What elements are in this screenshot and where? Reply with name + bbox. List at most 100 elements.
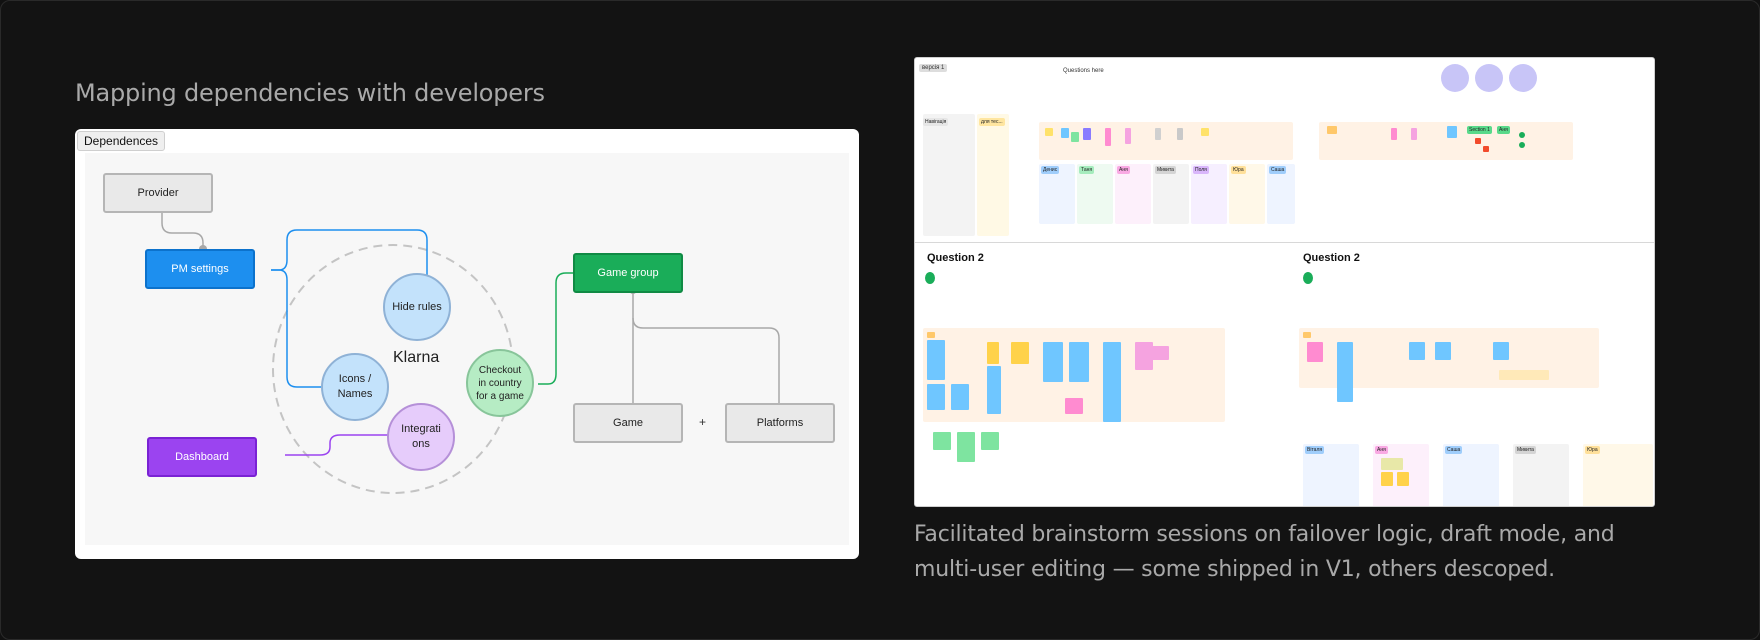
cluster-1 <box>1441 64 1469 92</box>
dashboard-integrations-connector <box>285 434 411 456</box>
lane-7 <box>1267 164 1295 224</box>
sticky <box>1447 126 1457 138</box>
lane-3 <box>1115 164 1151 224</box>
checkout-node[interactable]: Checkout in country for a game <box>466 349 534 417</box>
sticky <box>1435 342 1451 360</box>
provider-connector <box>161 210 204 249</box>
brainstorm-board-screenshot: версія 1 Questions here Навігація для те… <box>914 57 1655 507</box>
sticky <box>1493 342 1509 360</box>
sticky <box>1409 342 1425 360</box>
chip-anya-bottom: Аня <box>1375 446 1388 454</box>
sticky <box>1011 342 1029 364</box>
sticky-zone-top <box>1039 122 1293 160</box>
dashboard-node[interactable]: Dashboard <box>147 437 257 477</box>
chip-vitalya: Віталя <box>1305 446 1325 454</box>
sticky <box>927 332 935 338</box>
game-group-node[interactable]: Game group <box>573 253 683 293</box>
question-right-title: Question 2 <box>1303 252 1360 264</box>
green-dot <box>1519 142 1525 148</box>
green-dot <box>1519 132 1525 138</box>
klarna-label: Klarna <box>393 349 440 366</box>
sticky <box>1337 342 1353 402</box>
sticky <box>1043 342 1063 382</box>
sticky <box>1483 146 1489 152</box>
sticky <box>1177 128 1183 140</box>
game-node[interactable]: Game <box>573 403 683 443</box>
hide-rules-node[interactable]: Hide rules <box>383 273 451 341</box>
plus-sign: + <box>699 415 707 429</box>
cluster-3 <box>1509 64 1537 92</box>
bottom-lane-1 <box>1303 444 1359 506</box>
test-zone <box>977 114 1009 236</box>
sticky <box>1135 342 1153 370</box>
board-version-tag: версія 1 <box>919 64 948 72</box>
bottom-lane-3 <box>1443 444 1499 506</box>
pm-icons-connector <box>271 269 321 388</box>
sticky <box>1065 398 1083 414</box>
chip-anya: Аня <box>1117 166 1130 174</box>
chip-mykyta-bottom: Микита <box>1515 446 1536 454</box>
lane-5 <box>1191 164 1227 224</box>
lane-6 <box>1229 164 1265 224</box>
board-divider <box>915 242 1654 243</box>
lane-4 <box>1153 164 1189 224</box>
sticky <box>1475 138 1481 144</box>
provider-node[interactable]: Provider <box>103 173 213 213</box>
sticky <box>987 366 1001 414</box>
dependency-diagram-card: Dependences Provider PM settings Hide ru… <box>75 129 859 559</box>
gamegroup-platforms-connector <box>632 317 780 403</box>
monkey-icon <box>1303 272 1313 284</box>
question-left-title: Question 2 <box>927 252 984 264</box>
pm-settings-node[interactable]: PM settings <box>145 249 255 289</box>
left-heading: Mapping dependencies with developers <box>75 79 545 107</box>
chip-tanya: Таня <box>1079 166 1095 174</box>
chip-yura-bottom: Юра <box>1585 446 1600 454</box>
sticky <box>1155 128 1161 140</box>
bottom-lane-4 <box>1513 444 1569 506</box>
sticky <box>1069 342 1089 382</box>
monkey-icon <box>925 272 935 284</box>
bottom-lane-5 <box>1583 444 1653 506</box>
sticky <box>927 384 945 410</box>
sticky <box>1411 128 1417 140</box>
sticky <box>1391 128 1397 140</box>
sticky <box>1125 128 1131 144</box>
sticky <box>1071 132 1079 142</box>
chip-yura: Юра <box>1231 166 1246 174</box>
nav-zone <box>923 114 975 236</box>
chip-sasha-bottom: Саша <box>1445 446 1463 454</box>
platforms-node[interactable]: Platforms <box>725 403 835 443</box>
board-caption: Facilitated brainstorm sessions on failo… <box>914 522 1615 582</box>
sticky <box>1397 472 1409 486</box>
lane-1 <box>1039 164 1075 224</box>
sticky <box>927 340 945 380</box>
integrations-node[interactable]: Integrati ons <box>387 403 455 471</box>
questions-here-label: Questions here <box>1063 68 1104 74</box>
chip-denys: Денис <box>1041 166 1060 174</box>
cluster-2 <box>1475 64 1503 92</box>
sticky <box>933 432 951 450</box>
icons-names-node[interactable]: Icons / Names <box>321 353 389 421</box>
sticky <box>1303 332 1311 338</box>
sticky <box>951 384 969 410</box>
sticky <box>1381 458 1403 470</box>
sticky <box>1105 128 1111 146</box>
chip-test: для тес... <box>979 118 1005 126</box>
chip-polya: Поля <box>1193 166 1209 174</box>
sticky <box>1151 346 1169 360</box>
sticky-zone-top-right <box>1319 122 1573 160</box>
chip-anya-right: Аня <box>1497 126 1510 134</box>
sticky <box>1327 126 1337 134</box>
sticky <box>987 342 999 364</box>
sticky <box>1103 342 1121 422</box>
chip-navigation: Навігація <box>923 118 949 126</box>
sticky <box>1045 128 1053 136</box>
sticky <box>957 432 975 462</box>
sticky <box>1307 342 1323 362</box>
chip-sasha: Саша <box>1269 166 1287 174</box>
diagram-tag: Dependences <box>77 131 166 151</box>
checkout-gamegroup-connector <box>538 272 573 385</box>
chip-section-1: Section 1 <box>1467 126 1492 134</box>
lane-2 <box>1077 164 1113 224</box>
